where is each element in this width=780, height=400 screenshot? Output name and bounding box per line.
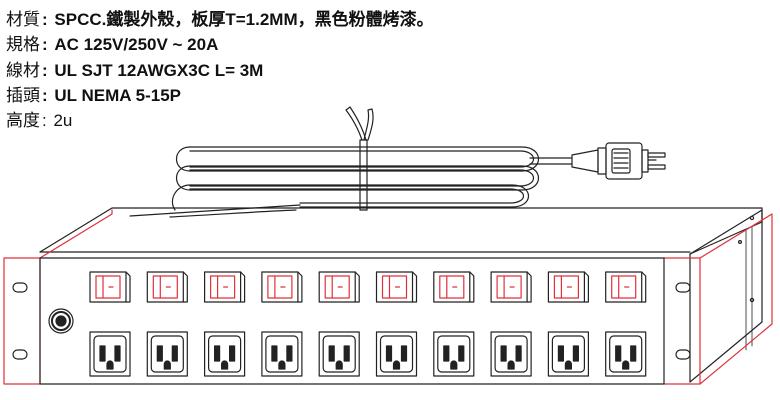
- spec-value: UL SJT 12AWGX3C L= 3M: [54, 60, 264, 80]
- rocker-switch: [433, 271, 475, 303]
- spec-value: SPCC.鐵製外殼，板厚T=1.2MM，黑色粉體烤漆。: [54, 10, 434, 29]
- outlet-row: [89, 331, 647, 377]
- spec-label: 插頭: [6, 85, 40, 105]
- spec-label: 材質: [6, 10, 40, 29]
- spec-cable: 線材: UL SJT 12AWGX3C L= 3M: [6, 58, 434, 83]
- spec-separator: :: [42, 60, 48, 80]
- rocker-switch: [490, 271, 532, 303]
- spec-label: 規格: [6, 35, 40, 55]
- front-panel: [39, 257, 665, 385]
- rocker-switch: [204, 271, 246, 303]
- rocker-switch: [605, 271, 647, 303]
- spec-material: 材質: SPCC.鐵製外殼，板厚T=1.2MM，黑色粉體烤漆。: [6, 7, 434, 32]
- spec-plug: 插頭: UL NEMA 5-15P: [6, 83, 434, 108]
- nema-plug: [571, 142, 666, 180]
- spec-separator: :: [42, 85, 48, 105]
- rocker-switch: [375, 271, 418, 303]
- rocker-switch: [547, 271, 589, 303]
- switch-row: [89, 271, 647, 303]
- rocker-switch: [89, 271, 131, 303]
- spec-value: UL NEMA 5-15P: [54, 85, 181, 105]
- spec-separator: :: [42, 35, 48, 55]
- spec-value: 2u: [53, 111, 73, 131]
- rocker-switch: [261, 271, 303, 303]
- spec-height: 高度: 2u: [6, 108, 434, 133]
- spec-list: 材質: SPCC.鐵製外殼，板厚T=1.2MM，黑色粉體烤漆。 規格: AC 1…: [6, 7, 434, 133]
- cord-grommet-icon: [48, 308, 74, 334]
- outlet-icon: [490, 331, 532, 377]
- spec-label: 高度: [6, 111, 40, 131]
- spec-value: AC 125V/250V ~ 20A: [54, 35, 219, 55]
- outlet-icon: [146, 331, 188, 377]
- outlet-icon: [204, 331, 246, 377]
- outlet-icon: [547, 331, 590, 377]
- outlet-icon: [89, 331, 131, 377]
- outlet-icon: [433, 331, 475, 377]
- pdu-chassis: [39, 207, 763, 383]
- spec-separator: :: [42, 111, 47, 131]
- rocker-switch: [146, 271, 188, 303]
- outlet-icon: [605, 331, 647, 377]
- mount-holes: [12, 282, 691, 360]
- spec-separator: :: [42, 10, 48, 29]
- power-cord: [129, 146, 573, 218]
- cable-tie: [345, 106, 374, 211]
- rocker-switch: [318, 271, 360, 303]
- outlet-icon: [375, 331, 418, 377]
- outlet-icon: [318, 331, 360, 377]
- outlet-icon: [261, 331, 303, 377]
- spec-label: 線材: [6, 60, 40, 80]
- spec-rating: 規格: AC 125V/250V ~ 20A: [6, 32, 434, 57]
